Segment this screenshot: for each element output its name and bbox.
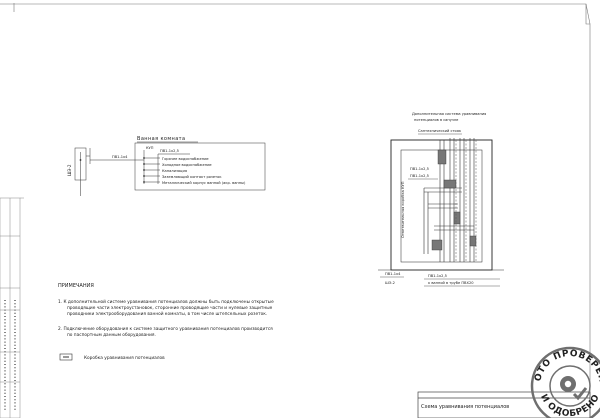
schematic-item-4: Заземляющий контакт розеток (162, 175, 222, 179)
schematic-item-3: Канализация (162, 169, 187, 173)
left-stamp-marks (4, 300, 16, 412)
schematic-title: Ванная комната (137, 136, 185, 142)
legend-symbol (59, 353, 73, 361)
sheet-frame (0, 3, 591, 418)
left-stamp-columns (0, 197, 24, 418)
schematic-panel (74, 147, 144, 196)
section-cable-1: ПВ1-1х2,5 (410, 167, 429, 171)
schematic-box (134, 142, 266, 191)
section-pipes (423, 138, 475, 262)
approval-stamp: ФОТО ПРОВЕРЕНО И ОДОБРЕНО (530, 346, 600, 418)
section-fittings (431, 149, 477, 251)
schematic-box-cable: ПВ1-1х2,5 (160, 149, 179, 153)
notes-line-3: проводники электрооборудования ванной ко… (67, 310, 267, 317)
notes-line-4: 2. Подключение оборудования к системе за… (58, 326, 273, 332)
camera-check-icon (560, 376, 588, 401)
section-panel-cable: ПВ1-1х4 (385, 272, 401, 276)
section-hatch (455, 140, 477, 262)
schematic-item-2: Холодное водоснабжение (162, 163, 212, 167)
section-cable-2: ПВ1-1х2,5 (410, 174, 429, 178)
schematic-item-5: Металлический корпус ванной (акр. ванны) (162, 181, 246, 185)
schematic-box-terminals (79, 157, 145, 183)
notes-heading: ПРИМЕЧАНИЯ (58, 283, 94, 289)
schematic-box-label: КУП (146, 146, 154, 150)
section-bottom-cable: ПВ1-1х2,5 (428, 274, 447, 278)
schematic-cable-label: ПВ1-1х4 (112, 155, 128, 159)
notes-line-2: проводящие части электроустановок, сторо… (67, 306, 273, 311)
notes-line-1: 1. К дополнительной системе уравнивания … (58, 298, 274, 305)
schematic-panel-label: ШЭ-2 (67, 164, 72, 176)
section-panel-label: ШЭ-2 (385, 281, 395, 285)
section-top-label-2: потенциалов в санузле (414, 118, 459, 122)
legend-label: Коробка уравнивания потенциалов (84, 355, 165, 361)
section-stand-label: Сантехнический стояк (418, 129, 462, 133)
section-box-side-label: Ответвительная коробка КУП (401, 181, 405, 238)
title-block (417, 391, 591, 418)
stamp-inner-ring (549, 365, 591, 407)
section-top-label-1: Дополнительная система уравнивания (412, 112, 486, 116)
stamp-outer-ring (530, 346, 600, 418)
schematic-item-1: Горячее водоснабжение (162, 157, 209, 161)
title-block-text: Схема уравнивания потенциалов (421, 404, 509, 410)
notes-line-5: по паспортным данным оборудования. (67, 332, 156, 338)
section-bottom-text: к ванной в трубе ПВХ20 (428, 281, 474, 285)
